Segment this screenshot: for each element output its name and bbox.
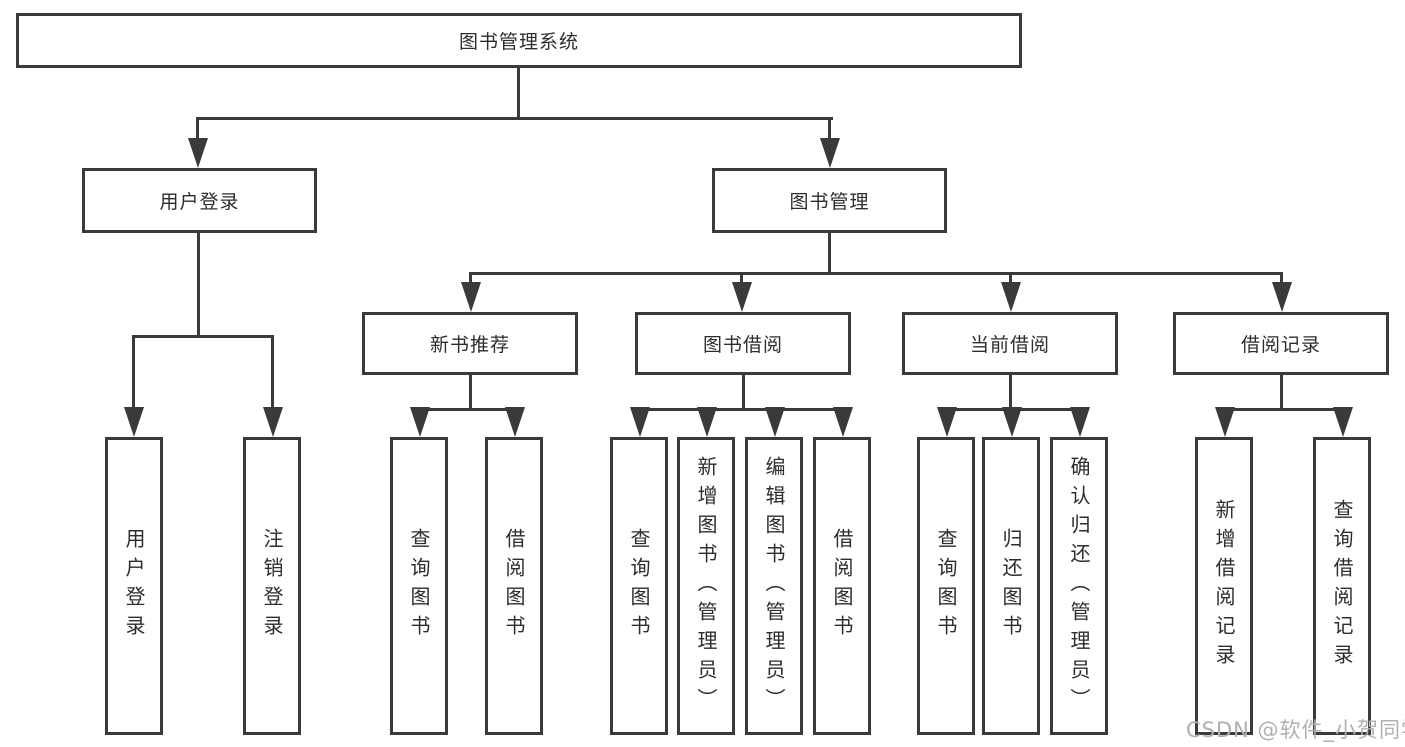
connector-newbook-bus <box>418 408 516 411</box>
leaf-user-login: 用户登录 <box>105 437 163 735</box>
connector-newbook-stem <box>469 375 472 411</box>
arrow-to-user-login <box>196 117 199 138</box>
connector-currentborrow-stem <box>1009 375 1012 411</box>
arrow-to-leaf-logout <box>271 335 274 407</box>
leaf-record-add-borrow-record: 新增借阅记录 <box>1195 437 1253 735</box>
node-user-login: 用户登录 <box>82 168 317 233</box>
leaf-current-confirm-return-admin: 确认归还（管理员） <box>1050 437 1108 735</box>
arrow-to-borrow-record <box>1280 272 1283 282</box>
node-borrow-record: 借阅记录 <box>1173 312 1389 375</box>
node-book-management: 图书管理 <box>712 168 947 233</box>
connector-borrowrecord-bus <box>1223 408 1344 411</box>
connector-bookmgmt-bus <box>469 272 1283 275</box>
arrow-to-book-borrow <box>740 272 743 282</box>
node-book-borrow: 图书借阅 <box>635 312 851 375</box>
connector-root-stem <box>517 67 520 120</box>
node-root: 图书管理系统 <box>16 13 1022 68</box>
connector-bookborrow-bus <box>638 408 844 411</box>
leaf-record-query-borrow-record: 查询借阅记录 <box>1313 437 1371 735</box>
connector-root-bus <box>196 117 833 120</box>
connector-bookmgmt-stem <box>828 233 831 274</box>
leaf-borrow-borrow-books: 借阅图书 <box>813 437 871 735</box>
connector-bookborrow-stem <box>742 375 745 411</box>
leaf-borrow-add-books-admin: 新增图书（管理员） <box>677 437 735 735</box>
leaf-borrow-query-books: 查询图书 <box>610 437 668 735</box>
arrow-to-book-management <box>828 117 831 138</box>
leaf-newbook-query-books: 查询图书 <box>390 437 448 735</box>
connector-borrowrecord-stem <box>1280 375 1283 411</box>
leaf-current-query-books: 查询图书 <box>917 437 975 735</box>
csdn-watermark: CSDN @软件_小贺同学 <box>1186 718 1405 742</box>
arrow-to-new-book-recommend <box>469 272 472 282</box>
leaf-logout: 注销登录 <box>243 437 301 735</box>
node-current-borrow: 当前借阅 <box>902 312 1118 375</box>
connector-userlogin-bus <box>133 335 274 338</box>
connector-userlogin-stem <box>197 233 200 337</box>
leaf-newbook-borrow-books: 借阅图书 <box>485 437 543 735</box>
arrow-to-leaf-user-login <box>132 335 135 407</box>
leaf-borrow-edit-books-admin: 编辑图书（管理员） <box>745 437 803 735</box>
arrow-to-current-borrow <box>1009 272 1012 282</box>
node-new-book-recommend: 新书推荐 <box>362 312 578 375</box>
leaf-current-return-books: 归还图书 <box>982 437 1040 735</box>
